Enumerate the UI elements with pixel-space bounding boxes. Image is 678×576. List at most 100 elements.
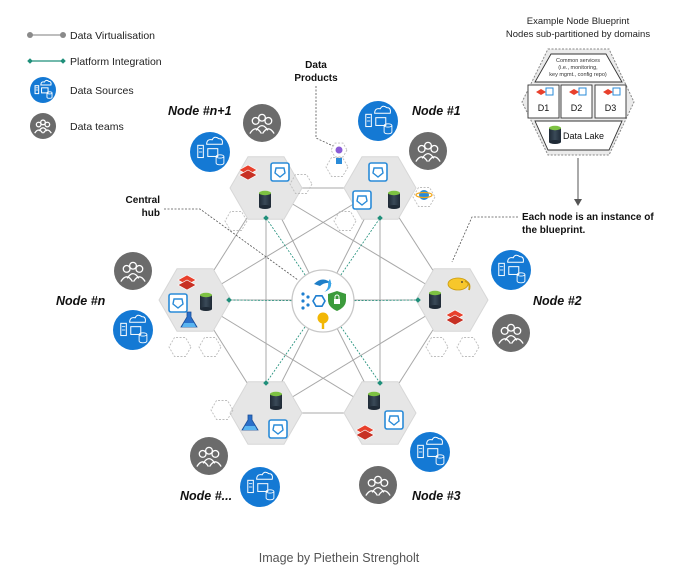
common-services-box [534,53,623,83]
data-team-icon [114,252,152,290]
node-n3: Node #3 [343,380,461,504]
common-services-text: key mgmt., config repo) [549,72,607,78]
data-products-label: Products [294,73,338,84]
database-icon [368,391,380,410]
data-source-icon [491,250,531,290]
node-label: Node #n [56,294,106,308]
image-caption: Image by Piethein Strengholt [258,551,420,565]
legend-item-integration: Platform Integration [27,56,162,68]
shield-lock-icon [328,291,346,311]
sub-node-hexagon [168,337,192,357]
connector-icon [301,292,326,310]
instance-pointer [451,216,518,263]
data-source-icon [190,132,230,172]
domain-d2: D2 [560,84,593,119]
database-icon [388,190,400,209]
virtualisation-line [265,299,453,414]
planet-icon [419,190,429,200]
legend-item-virtualisation: Data Virtualisation [27,30,155,42]
instance-label: Each node is an instance of [522,212,654,223]
instance-label: the blueprint. [522,225,586,236]
legend-label: Data teams [70,121,124,133]
virtualisation-line [265,187,453,301]
integration-connector [415,297,421,303]
database-icon [429,290,441,309]
integration-line [322,300,381,384]
node-label: Node #3 [412,489,461,503]
data-team-icon [359,466,397,504]
node-label: Node #2 [533,294,582,308]
sub-node-hexagon [198,337,222,357]
azure-blue-icon [270,162,290,182]
azure-blue-icon [368,162,388,182]
domain-label: D1 [538,103,550,113]
database-icon [200,292,212,311]
node-hexagon [343,381,417,445]
data-team-icon [409,132,447,170]
azure-blue-icon [268,419,288,439]
integration-connector [60,58,66,64]
integration-connector [226,297,232,303]
node-label: Node #... [180,489,232,503]
blueprint-title: Example Node Blueprint [527,16,630,27]
product-icon [336,158,342,164]
red-layers-icon [445,309,465,326]
hadoop-elephant-icon [447,277,471,291]
sub-node-hexagon [412,187,436,207]
sub-node-hexagon [210,400,234,420]
virtualisation-line [194,299,381,414]
arrow-head [574,199,582,206]
data-source-icon [410,432,450,472]
legend-item-teams: Data teams [30,113,124,139]
flask-icon [180,311,198,328]
sub-node-hexagon [289,174,313,194]
integration-connector [263,215,269,221]
product-icon [335,146,343,154]
sub-node-hexagon [425,337,449,357]
integration-connector [263,380,269,386]
data-team-legend-icon [30,113,56,139]
hub-circle [291,269,355,333]
data-product-icons [330,142,433,200]
central-hub-label: Central [126,195,161,206]
integration-connector [27,58,33,64]
data-source-icon [113,310,153,350]
data-lake-icon [549,125,561,144]
legend-label: Data Sources [70,85,134,97]
central-hub-pointer [164,208,299,281]
sub-node-hexagon [456,337,480,357]
database-icon [270,391,282,410]
key-vault-icon [317,312,329,329]
azure-blue-icon [352,190,372,210]
red-layers-icon [355,424,375,441]
legend-label: Data Virtualisation [70,30,155,42]
virtualisation-line [194,187,381,301]
domain-d3: D3 [594,84,627,119]
domain-d1: D1 [527,84,560,119]
node-n1: Node #1 [325,101,461,231]
domain-label: D3 [605,103,617,113]
data-source-icon [240,467,280,507]
data-team-icon [492,314,530,352]
integration-connector [377,380,383,386]
node-hexagon [158,268,232,332]
data-lake-box: Data Lake [534,120,623,151]
sub-node-hexagon [224,211,248,231]
nodes: Node #n+1 Node #1 Node #n Node #2 Node #... N… [56,101,582,507]
flask-icon [241,414,259,431]
red-layers-icon [177,274,197,291]
integration-line [265,217,324,302]
node-label: Node #1 [412,104,461,118]
legend-item-sources: Data Sources [30,77,134,103]
sub-node-hexagon [325,157,349,177]
integration-line [322,217,381,302]
central-hub [291,269,355,333]
integration-line [265,300,324,384]
data-team-icon [243,104,281,142]
node-nn1: Node #n+1 [168,104,313,231]
node-n2: Node #2 [415,250,582,357]
data-source-legend-icon [30,77,56,103]
